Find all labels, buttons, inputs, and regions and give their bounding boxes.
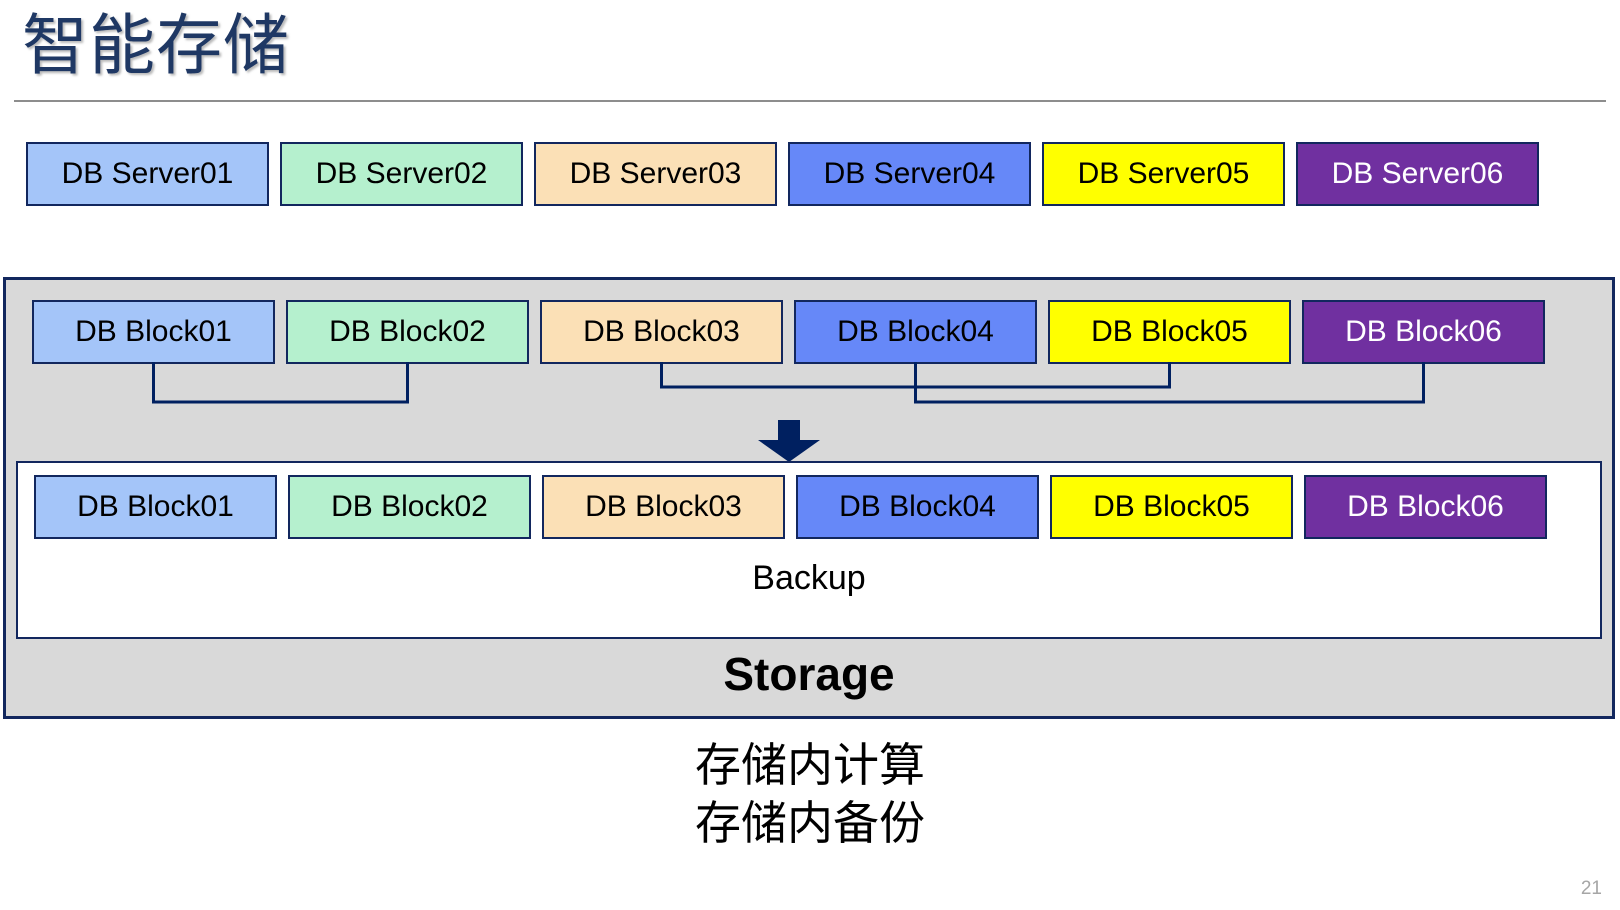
slide-caption: 存储内计算 存储内备份 [0,736,1620,852]
db-block-box-label: DB Block03 [583,315,740,348]
backup-db-block-box-5: DB Block05 [1050,475,1293,539]
page-title: 智能存储 [22,8,290,82]
db-server-box-2: DB Server02 [280,142,523,206]
db-block-box-label: DB Block02 [329,315,486,348]
title-divider [14,100,1606,102]
backup-db-block-box-label: DB Block03 [585,490,742,523]
down-arrow-icon [758,420,820,462]
caption-line-1: 存储内计算 [695,739,925,791]
backup-db-block-box-label: DB Block02 [331,490,488,523]
db-block-box-2: DB Block02 [286,300,529,364]
connector-3 [916,362,1424,402]
db-server-box-5: DB Server05 [1042,142,1285,206]
backup-panel: DB Block01 DB Block02 DB Block03 DB Block04… [16,461,1602,639]
db-block-box-4: DB Block04 [794,300,1037,364]
db-block-box-label: DB Block01 [75,315,232,348]
db-block-box-label: DB Block04 [837,315,994,348]
block-connector-lines [6,362,1612,452]
db-block-box-1: DB Block01 [32,300,275,364]
db-block-box-3: DB Block03 [540,300,783,364]
caption-line-2: 存储内备份 [695,797,925,849]
backup-db-block-box-label: DB Block05 [1093,490,1250,523]
backup-db-block-box-6: DB Block06 [1304,475,1547,539]
backup-label: Backup [752,559,866,597]
backup-db-block-box-1: DB Block01 [34,475,277,539]
db-server-box-label: DB Server01 [61,157,234,190]
backup-db-block-box-label: DB Block04 [839,490,996,523]
storage-container: DB Block01 DB Block02 DB Block03 DB Block04… [3,277,1615,719]
db-server-box-label: DB Server03 [569,157,742,190]
db-server-box-4: DB Server04 [788,142,1031,206]
page-number: 21 [1580,878,1602,899]
backup-db-block-row: DB Block01 DB Block02 DB Block03 DB Block04… [8,475,1614,541]
backup-db-block-box-3: DB Block03 [542,475,785,539]
db-server-box-label: DB Server05 [1077,157,1250,190]
db-block-box-5: DB Block05 [1048,300,1291,364]
primary-db-block-row: DB Block01 DB Block02 DB Block03 DB Block04… [6,300,1612,366]
db-server-box-label: DB Server02 [315,157,488,190]
db-server-box-6: DB Server06 [1296,142,1539,206]
backup-db-block-box-4: DB Block04 [796,475,1039,539]
db-server-row: DB Server01 DB Server02 DB Server03 DB Serv… [0,142,1620,208]
connector-1 [154,362,408,402]
db-block-box-label: DB Block06 [1345,315,1502,348]
db-server-box-1: DB Server01 [26,142,269,206]
db-block-box-label: DB Block05 [1091,315,1248,348]
db-server-box-label: DB Server06 [1331,157,1504,190]
db-server-box-3: DB Server03 [534,142,777,206]
db-block-box-6: DB Block06 [1302,300,1545,364]
backup-db-block-box-2: DB Block02 [288,475,531,539]
backup-db-block-box-label: DB Block06 [1347,490,1504,523]
storage-label: Storage [723,648,895,700]
backup-db-block-box-label: DB Block01 [77,490,234,523]
db-server-box-label: DB Server04 [823,157,996,190]
